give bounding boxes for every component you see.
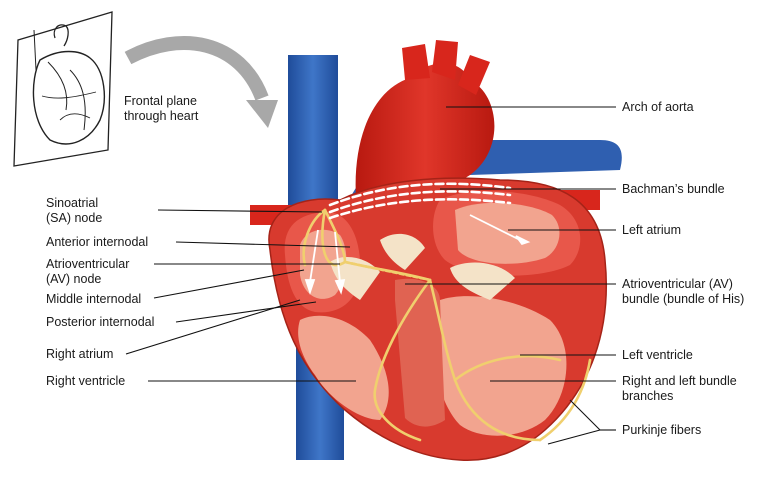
- label-right-atrium-text: Right atrium: [46, 347, 114, 361]
- label-right-ventricle-text: Right ventricle: [46, 374, 126, 388]
- label-av-node: Atrioventricular (AV) node: [46, 257, 129, 287]
- frontal-plane-inset: [13, 11, 113, 167]
- label-posterior-internodal: Posterior internodal: [46, 315, 154, 330]
- plane-arrow: [124, 36, 278, 128]
- label-purkinje-fibers: Purkinje fibers: [622, 423, 701, 438]
- label-arch-of-aorta: Arch of aorta: [622, 100, 694, 115]
- label-bachmans-bundle-text: Bachman’s bundle: [622, 182, 725, 196]
- label-left-ventricle-text: Left ventricle: [622, 348, 693, 362]
- label-sa-node-line-1: Sinoatrial: [46, 196, 99, 210]
- inset-caption: Frontal plane through heart: [124, 94, 198, 124]
- label-posterior-internodal-text: Posterior internodal: [46, 315, 155, 329]
- signal-arrows: [304, 214, 531, 295]
- label-left-ventricle: Left ventricle: [622, 348, 693, 363]
- inset-caption-line-1: Frontal plane: [124, 94, 197, 108]
- label-sa-node: Sinoatrial (SA) node: [46, 196, 102, 226]
- label-middle-internodal: Middle internodal: [46, 292, 141, 307]
- label-bundle-of-his: Atrioventricular (AV) bundle (bundle of …: [622, 277, 744, 307]
- label-anterior-internodal: Anterior internodal: [46, 235, 148, 250]
- label-arch-of-aorta-text: Arch of aorta: [622, 100, 694, 114]
- label-bundle-branches-line-1: Right and left bundle: [622, 374, 737, 388]
- label-purkinje-fibers-text: Purkinje fibers: [622, 423, 702, 437]
- label-bundle-of-his-line-2: bundle (bundle of His): [622, 292, 745, 306]
- label-bundle-of-his-line-1: Atrioventricular (AV): [622, 277, 733, 291]
- label-bachmans-bundle: Bachman’s bundle: [622, 182, 725, 197]
- heart-body: [268, 177, 607, 461]
- inset-caption-line-2: through heart: [124, 109, 199, 123]
- label-bundle-branches-line-2: branches: [622, 389, 674, 403]
- label-anterior-internodal-text: Anterior internodal: [46, 235, 149, 249]
- label-left-atrium: Left atrium: [622, 223, 681, 238]
- label-right-ventricle: Right ventricle: [46, 374, 125, 389]
- label-middle-internodal-text: Middle internodal: [46, 292, 142, 306]
- label-av-node-line-2: (AV) node: [46, 272, 102, 286]
- label-left-atrium-text: Left atrium: [622, 223, 682, 237]
- label-right-atrium: Right atrium: [46, 347, 113, 362]
- label-av-node-line-1: Atrioventricular: [46, 257, 130, 271]
- conduction-system: [302, 182, 592, 442]
- label-sa-node-line-2: (SA) node: [46, 211, 103, 225]
- leader-lines: [125, 106, 616, 445]
- label-bundle-branches: Right and left bundle branches: [622, 374, 737, 404]
